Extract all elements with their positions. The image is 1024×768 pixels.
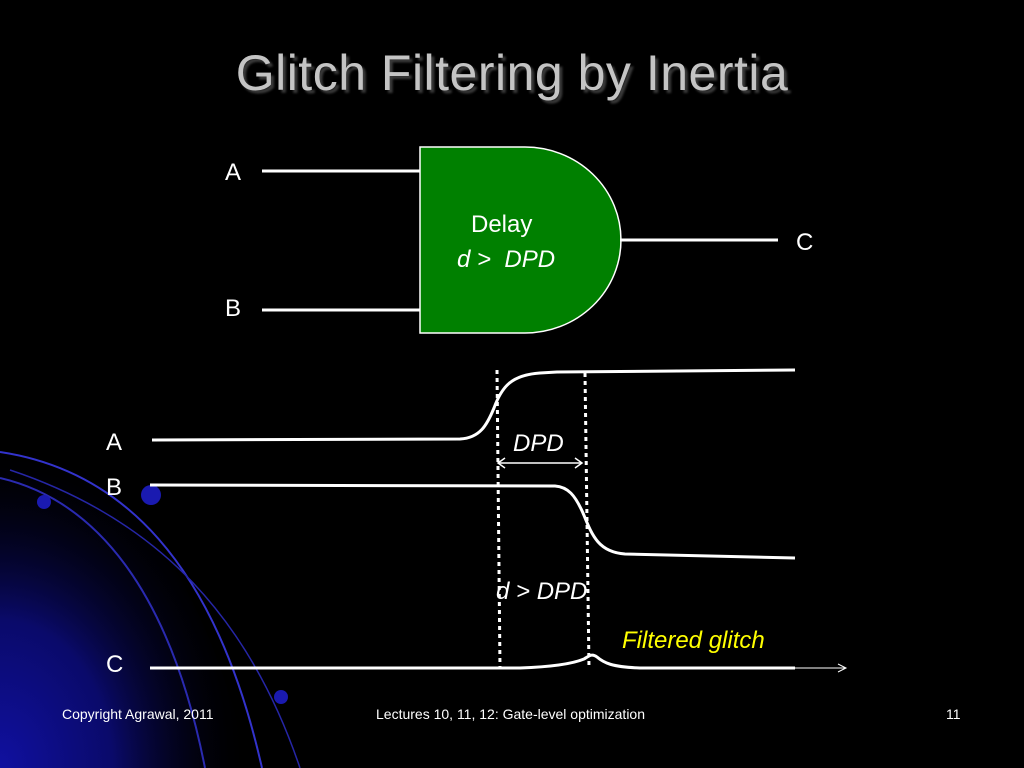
constraint-var: d xyxy=(496,578,510,605)
constraint-rest: > DPD xyxy=(509,578,587,605)
constraint-label: d > DPD xyxy=(496,578,587,605)
waveform-c xyxy=(150,653,795,670)
arc-line xyxy=(0,477,206,768)
decorative-dot xyxy=(274,690,288,704)
arc-line xyxy=(0,451,263,768)
wave-label-c: C xyxy=(106,651,123,678)
wave-label-b: B xyxy=(106,474,122,501)
waveform-b xyxy=(149,483,796,560)
waveform-a xyxy=(151,368,796,442)
gate-delay-label: Delay xyxy=(471,211,532,238)
dotted-marker-left xyxy=(495,369,502,669)
dpd-arrow-left-head xyxy=(496,457,506,469)
footer-lecture: Lectures 10, 11, 12: Gate-level optimiza… xyxy=(376,706,646,722)
slide-title: Glitch Filtering by Inertia xyxy=(235,45,789,101)
gate-output-c-label: C xyxy=(796,229,813,256)
decorative-dot xyxy=(141,485,161,505)
delay-var: d xyxy=(457,246,471,273)
wave-label-a: A xyxy=(106,429,122,456)
time-arrow-head xyxy=(837,663,848,673)
dotted-marker-right xyxy=(583,372,591,669)
blue-glow-shape xyxy=(0,440,250,768)
footer-page-number: 11 xyxy=(946,706,961,722)
delay-rest: > DPD xyxy=(470,246,555,273)
dpd-label: DPD xyxy=(513,430,564,457)
footer-copyright: Copyright Agrawal, 2011 xyxy=(62,706,214,722)
decorative-dot xyxy=(37,495,51,509)
arc-line xyxy=(9,469,301,768)
timing-waveforms: A B C DPD d > DPD Filtered glitch xyxy=(106,368,848,678)
dpd-arrow-right-head xyxy=(574,457,584,469)
and-gate-schematic: A B C Delay d > DPD xyxy=(225,146,813,334)
gate-delay-condition: d > DPD xyxy=(457,246,555,273)
filtered-glitch-label: Filtered glitch xyxy=(622,627,765,654)
gate-input-a-label: A xyxy=(225,159,241,186)
and-gate-body xyxy=(419,146,622,334)
gate-input-b-label: B xyxy=(225,295,241,322)
